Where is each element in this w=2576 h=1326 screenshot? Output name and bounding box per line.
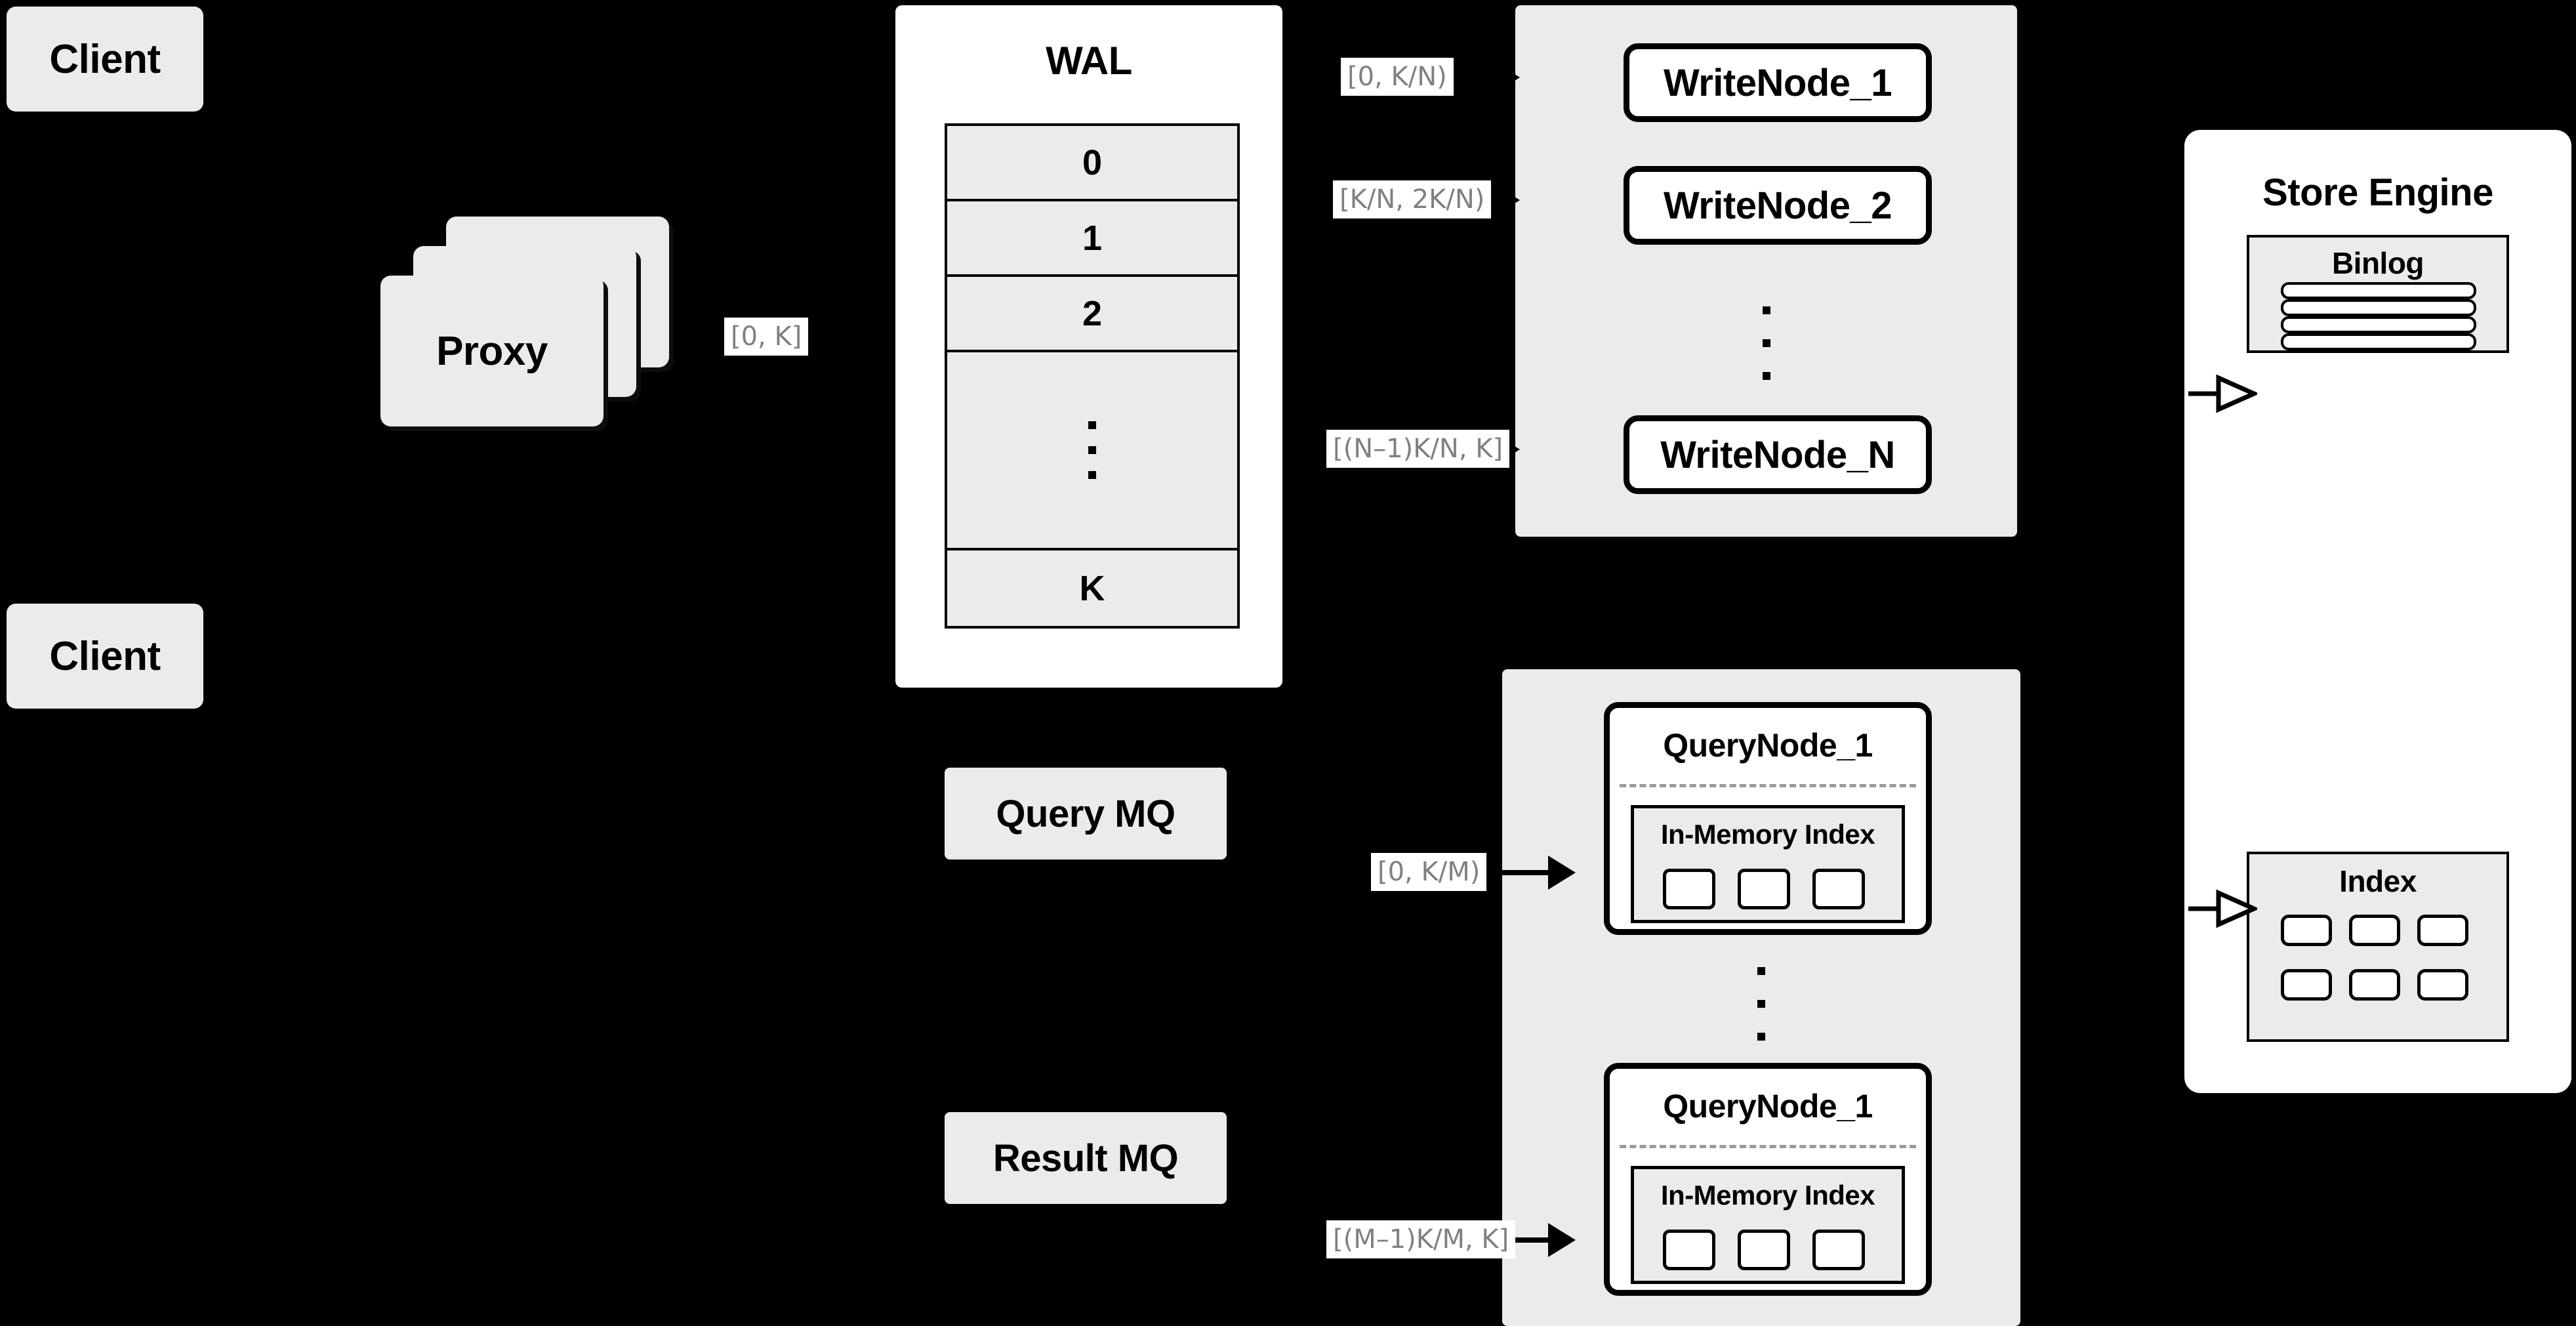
index-title: Index — [2339, 864, 2417, 898]
binlog-panel: Binlog — [2247, 235, 2509, 353]
write-node-1[interactable]: WriteNode_1 — [1624, 43, 1932, 122]
arrow-head-writenode-2 — [1492, 183, 1520, 217]
store-index-chip — [2349, 915, 2400, 946]
store-index-chip — [2281, 969, 2332, 1001]
index-chip — [1663, 1230, 1715, 1270]
ellipsis-dot — [1088, 421, 1096, 429]
binlog-row — [2281, 282, 2476, 299]
store-index-chip — [2349, 969, 2400, 1001]
binlog-row — [2281, 316, 2476, 333]
ellipsis-dot — [1762, 306, 1770, 314]
wal-title: WAL — [1046, 39, 1132, 83]
client-label-2: Client — [49, 633, 161, 679]
store-engine-title: Store Engine — [2262, 171, 2493, 214]
write-node-2[interactable]: WriteNode_2 — [1624, 166, 1932, 245]
ellipsis-dot — [1762, 372, 1770, 380]
write-node-1-label: WriteNode_1 — [1664, 61, 1892, 104]
store-engine-panel: Store Engine Binlog Index — [2184, 130, 2571, 1093]
in-memory-index-title-1: In-Memory Index — [1660, 819, 1875, 850]
binlog-row — [2281, 333, 2476, 350]
write-node-n-label: WriteNode_N — [1660, 433, 1895, 476]
result-mq-label: Result MQ — [992, 1136, 1179, 1180]
wal-entry-k: K — [947, 550, 1237, 626]
proxy-stack[interactable]: Proxy — [380, 217, 722, 433]
query-node-1-title: QueryNode_1 — [1663, 727, 1873, 764]
in-memory-index-title-2: In-Memory Index — [1660, 1180, 1875, 1211]
client-label-1: Client — [49, 36, 161, 82]
store-index-chip — [2417, 969, 2468, 1001]
client-box-1[interactable]: Client — [7, 7, 203, 112]
index-chip — [1663, 869, 1715, 909]
query-node-1[interactable]: QueryNode_1 In-Memory Index — [1604, 702, 1932, 935]
wal-entry-1: 1 — [947, 201, 1237, 277]
client-box-2[interactable]: Client — [7, 604, 203, 709]
proxy-label: Proxy — [436, 328, 548, 374]
arrow-head-querynode-1 — [1548, 856, 1576, 890]
arrow-head-writenode-1 — [1492, 60, 1520, 94]
write-node-ellipsis — [1515, 278, 2017, 409]
binlog-title: Binlog — [2331, 246, 2424, 280]
wal-entry-0: 0 — [947, 126, 1237, 201]
in-memory-index-panel-1: In-Memory Index — [1631, 805, 1905, 923]
ellipsis-dot — [1762, 339, 1770, 347]
ellipsis-dot — [1088, 471, 1096, 479]
write-node-group-panel: WriteNode_1 WriteNode_2 WriteNode_N — [1515, 5, 2017, 537]
wal-entry-ellipsis — [947, 352, 1237, 550]
arrow-head-querynode-2 — [1548, 1223, 1576, 1257]
query-node-ellipsis — [1502, 945, 2020, 1063]
index-panel: Index — [2247, 852, 2509, 1042]
wal-panel: WAL 0 1 2 K — [895, 5, 1282, 688]
in-memory-index-panel-2: In-Memory Index — [1631, 1166, 1905, 1284]
edge-label-writenode-n: [(N–1)K/N, K] — [1326, 430, 1510, 468]
query-node-1-divider — [1620, 784, 1916, 787]
write-node-2-label: WriteNode_2 — [1664, 184, 1892, 227]
query-node-2[interactable]: QueryNode_1 In-Memory Index — [1604, 1063, 1932, 1296]
edge-label-writenode-2: [K/N, 2K/N) — [1333, 180, 1492, 218]
query-node-2-title: QueryNode_1 — [1663, 1088, 1873, 1125]
wal-entry-table: 0 1 2 K — [945, 123, 1240, 629]
ellipsis-dot — [1757, 967, 1765, 975]
query-mq-label: Query MQ — [996, 792, 1176, 835]
result-mq-box[interactable]: Result MQ — [945, 1112, 1227, 1204]
ellipsis-dot — [1757, 1000, 1765, 1008]
store-index-chip — [2417, 915, 2468, 946]
query-mq-box[interactable]: Query MQ — [945, 768, 1227, 860]
edge-label-querynode-2: [(M–1)K/M, K] — [1326, 1220, 1516, 1258]
index-chip — [1812, 869, 1865, 909]
index-chip — [1738, 869, 1790, 909]
store-index-chip — [2281, 915, 2332, 946]
query-node-2-divider — [1620, 1145, 1916, 1148]
write-node-n[interactable]: WriteNode_N — [1624, 415, 1932, 494]
query-node-group-panel: QueryNode_1 In-Memory Index QueryNode_1 … — [1502, 669, 2020, 1326]
edge-label-writenode-1: [0, K/N) — [1341, 58, 1454, 96]
edge-label-proxy-range: [0, K] — [724, 318, 809, 356]
binlog-row — [2281, 299, 2476, 316]
index-chip — [1738, 1230, 1790, 1270]
proxy-card-front[interactable]: Proxy — [380, 276, 603, 426]
ellipsis-dot — [1088, 446, 1096, 454]
index-chip — [1812, 1230, 1865, 1270]
arrow-line-querynode-1 — [1433, 870, 1548, 875]
edge-label-querynode-1: [0, K/M) — [1371, 853, 1487, 891]
wal-entry-2: 2 — [947, 277, 1237, 352]
ellipsis-dot — [1757, 1033, 1765, 1041]
